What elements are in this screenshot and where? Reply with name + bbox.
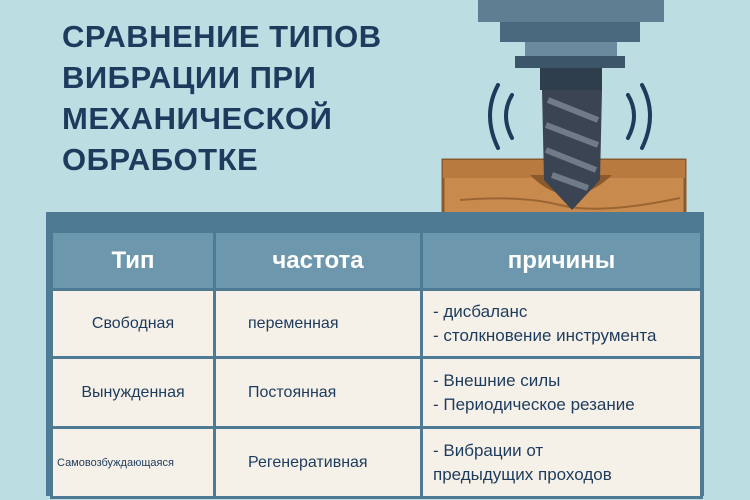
table-row: Вынужденная Постоянная - Внешние силы - …	[50, 356, 703, 429]
cell-frequency: Постоянная	[213, 356, 423, 429]
title-line-1: СРАВНЕНИЕ ТИПОВ	[62, 19, 382, 54]
machining-illustration	[441, 0, 687, 232]
title-line-3: МЕХАНИЧЕСКОЙ	[62, 101, 333, 136]
table-header-row: Тип частота причины	[50, 230, 703, 291]
title-line-4: ОБРАБОТКЕ	[62, 142, 259, 177]
vibration-waves-icon	[488, 83, 652, 150]
cause-line: предыдущих проходов	[433, 464, 612, 484]
drill-bit-icon	[542, 90, 602, 210]
cell-causes: - Вибрации от предыдущих проходов	[420, 426, 703, 499]
comparison-table-frame: Тип частота причины Свободная переменная…	[46, 212, 704, 499]
header-frequency: частота	[213, 230, 423, 291]
cell-causes: - дисбаланс - столкновение инструмента	[420, 288, 703, 359]
cell-type: Вынужденная	[50, 356, 216, 429]
header-causes: причины	[420, 230, 703, 291]
cell-causes: - Внешние силы - Периодическое резание	[420, 356, 703, 429]
table-row: Свободная переменная - дисбаланс - столк…	[50, 288, 703, 359]
cause-line: - столкновение инструмента	[433, 325, 657, 345]
milling-spindle-icon	[478, 0, 664, 90]
page-title: СРАВНЕНИЕ ТИПОВ ВИБРАЦИИ ПРИ МЕХАНИЧЕСКО…	[62, 16, 442, 180]
header-type: Тип	[50, 230, 216, 291]
cause-line: - Вибрации от	[433, 440, 544, 460]
cause-line: - Периодическое резание	[433, 394, 635, 414]
cell-frequency: переменная	[213, 288, 423, 359]
table-row: Самовозбуждающаяся Регенеративная - Вибр…	[50, 426, 703, 499]
cell-type: Самовозбуждающаяся	[50, 426, 216, 499]
cause-line: - Внешние силы	[433, 370, 561, 390]
cell-type: Свободная	[50, 288, 216, 359]
cause-line: - дисбаланс	[433, 301, 528, 321]
title-line-2: ВИБРАЦИИ ПРИ	[62, 60, 317, 95]
comparison-table: Тип частота причины Свободная переменная…	[50, 230, 703, 499]
cell-frequency: Регенеративная	[213, 426, 423, 499]
